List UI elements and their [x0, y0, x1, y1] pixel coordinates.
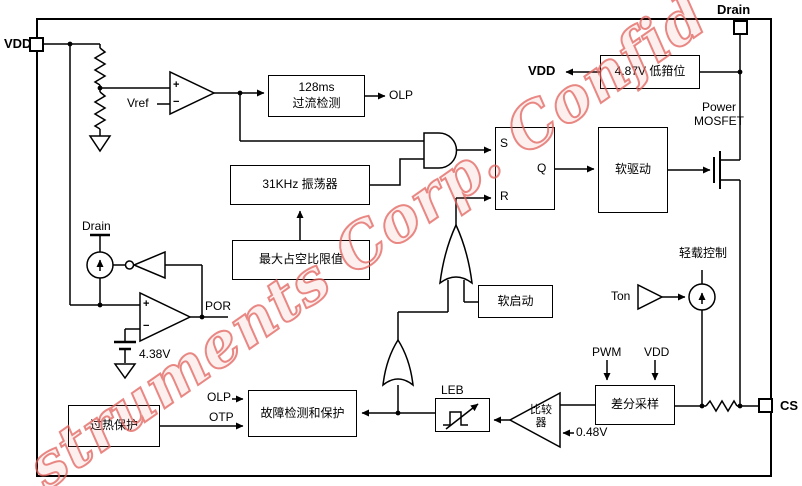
block-max-duty: 最大占空比限值 — [232, 240, 370, 280]
block-leb — [435, 398, 490, 432]
light-load-label: 轻载控制 — [678, 246, 727, 260]
block-soft-drive: 软驱动 — [598, 127, 668, 213]
block-oscillator: 31KHz 振荡器 — [230, 165, 370, 205]
cs-pin-label: CS — [780, 398, 799, 413]
vdd-clamp-label: VDD — [528, 63, 556, 78]
vdd-pin-label: VDD — [4, 36, 32, 51]
otp-input-label: OTP — [209, 410, 234, 424]
ref-0v48-label: 0.48V — [576, 425, 608, 439]
minus-sign: − — [173, 96, 180, 108]
block-thermal-protect: 过热保护 — [68, 405, 160, 447]
minus-sign: − — [143, 320, 150, 332]
inverter-bubble — [124, 260, 135, 270]
current-arrows — [96, 259, 706, 304]
cs-sense-resistor — [705, 399, 738, 413]
block-soft-start: 软启动 — [478, 285, 553, 318]
arrow-wires — [160, 68, 711, 437]
or-gate-lower — [382, 338, 414, 387]
block-low-clamp: 4.87V 低箝位 — [600, 55, 700, 89]
block-sr-latch — [495, 127, 555, 210]
and-gate — [423, 132, 458, 169]
plus-sign: + — [143, 298, 150, 310]
ground-symbol-divider — [88, 135, 112, 153]
wires — [44, 35, 764, 414]
resistor-upper — [93, 47, 107, 86]
chip-boundary — [36, 18, 772, 477]
drain-pin-label: Drain — [717, 2, 751, 17]
vdd-pin — [29, 37, 44, 52]
leb-pulse-icon — [443, 403, 479, 430]
resistor-lower — [93, 91, 107, 130]
ref-4v38-label: 4.38V — [139, 347, 171, 361]
or-gate-upper — [439, 223, 473, 285]
block-diff-sample: 差分采样 — [595, 385, 675, 425]
inverter-symbol — [132, 250, 166, 280]
pwm-label: PWM — [592, 345, 622, 359]
ton-buffer-symbol — [637, 283, 664, 311]
cs-comparator-symbol — [508, 391, 561, 449]
overcurrent-comparator-symbol — [169, 70, 216, 116]
vdd-sample-label: VDD — [644, 345, 670, 359]
leb-label: LEB — [441, 383, 464, 397]
cs-pin — [758, 398, 773, 413]
bars — [90, 233, 136, 351]
ground-symbol-reference — [113, 363, 137, 380]
por-label: POR — [205, 299, 232, 313]
olp-input-label: OLP — [207, 390, 232, 404]
plus-sign: + — [173, 79, 180, 91]
olp-output-label: OLP — [389, 88, 414, 102]
mosfet-symbol — [713, 151, 721, 189]
vref-label: Vref — [127, 96, 149, 110]
latch-q-label: Q — [537, 161, 547, 175]
latch-s-label: S — [500, 136, 509, 150]
cs-comparator-label: 比较 器 — [530, 404, 552, 429]
block-overcurrent-detect: 128ms 过流检测 — [268, 75, 365, 117]
drain-pin — [733, 20, 748, 35]
ton-label: Ton — [611, 289, 631, 303]
power-mosfet-label: Power MOSFET — [694, 100, 744, 128]
drain-source-label: Drain — [82, 219, 111, 233]
junction-dots — [67, 41, 743, 416]
latch-r-label: R — [500, 189, 509, 203]
por-comparator-symbol — [139, 291, 192, 343]
block-fault-protect: 故障检测和保护 — [248, 390, 357, 437]
